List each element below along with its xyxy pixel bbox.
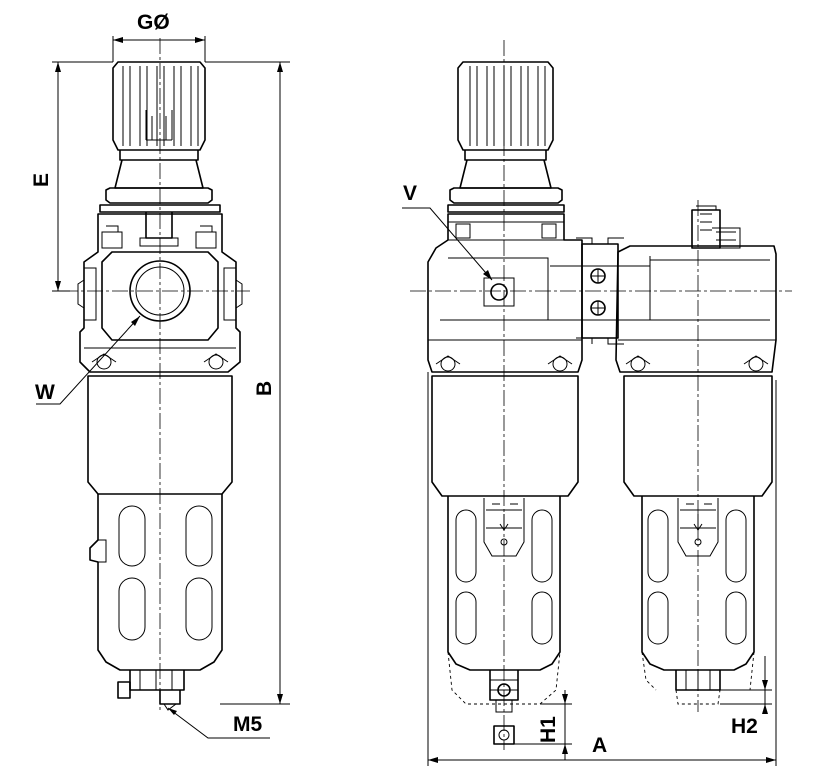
label-e: E: [30, 173, 53, 187]
dimension-b: [205, 61, 290, 705]
label-g-diameter: GØ: [137, 11, 170, 34]
dimension-h1: [514, 690, 572, 760]
label-m5: M5: [233, 713, 262, 736]
filter-regulator-side-view: [36, 36, 290, 739]
label-v: V: [403, 182, 417, 205]
bonnet: [99, 159, 221, 213]
front-regulator-body: [427, 213, 583, 373]
leader-m5: [167, 707, 270, 739]
filter-bowl: [87, 375, 233, 671]
label-w: W: [35, 381, 55, 404]
dimension-g-diameter: [112, 36, 206, 62]
front-drain-valve: [489, 670, 519, 745]
leader-w: [36, 315, 141, 405]
label-h2: H2: [731, 715, 758, 738]
leader-v: [402, 207, 493, 281]
frl-front-view: [402, 40, 792, 766]
label-a: A: [592, 734, 607, 757]
dimension-e: [52, 61, 113, 292]
front-regulator-knob: [447, 61, 565, 213]
label-b: B: [253, 381, 276, 396]
label-h1: H1: [537, 716, 560, 743]
dimension-h2: [720, 656, 772, 714]
lubricator-body: [615, 205, 777, 373]
regulator-knob: [112, 61, 206, 161]
drain-valve: [117, 670, 185, 711]
front-filter-bowl: [431, 375, 579, 705]
dimension-a: [427, 372, 777, 766]
